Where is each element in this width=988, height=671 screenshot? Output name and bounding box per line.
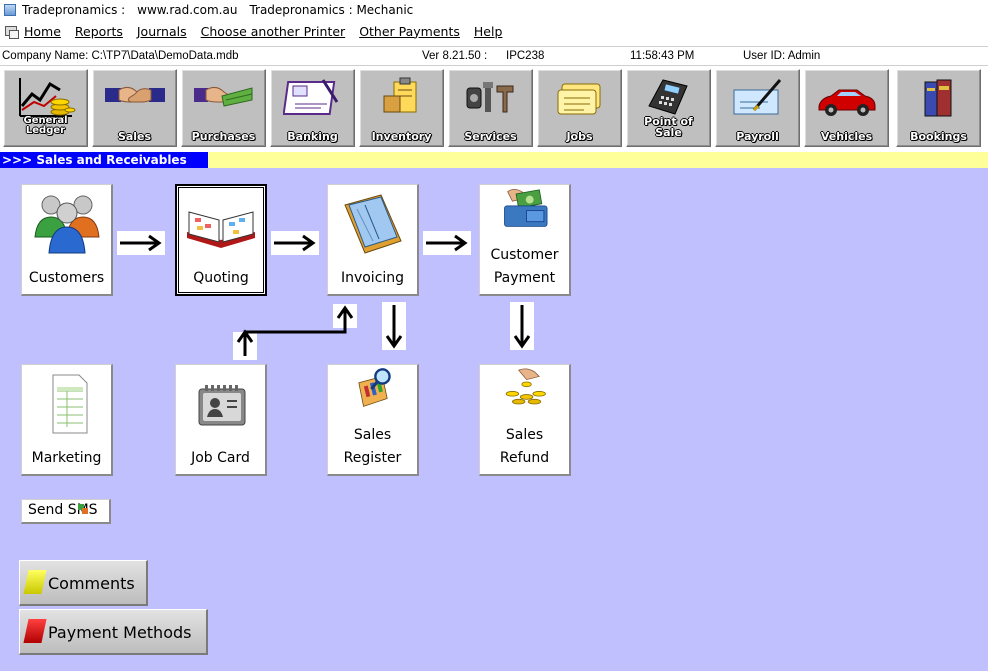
- id-badge-icon: [198, 385, 245, 426]
- menu-help[interactable]: Help: [473, 23, 503, 39]
- handshake-icon: [104, 86, 165, 103]
- app-icon: [4, 4, 16, 16]
- toolbar-purchases-button[interactable]: Purchases: [181, 69, 266, 147]
- title-url: www.rad.com.au: [137, 3, 238, 17]
- quoting-card[interactable]: Quoting: [175, 184, 267, 296]
- toolbar-label: Banking: [287, 130, 338, 143]
- comments-button[interactable]: Comments: [19, 560, 148, 606]
- quoting-to-invoicing-arrow: [271, 231, 319, 255]
- menu-choose-printer[interactable]: Choose another Printer: [200, 23, 346, 39]
- wallet-money-icon: [503, 188, 547, 227]
- send-sms-button[interactable]: Send SMS: [21, 499, 111, 524]
- jobcard-to-invoicing-connector: [233, 304, 357, 360]
- invoicing-card[interactable]: Invoicing: [327, 184, 419, 296]
- toolbar-label: Sales: [117, 130, 152, 143]
- tools-icon: [466, 82, 513, 113]
- pen-cheque-icon: [733, 79, 781, 115]
- cheque-book-icon: [282, 79, 338, 115]
- toolbar-vehicles-button[interactable]: Vehicles: [804, 69, 889, 147]
- menu-journals[interactable]: Journals: [136, 23, 187, 39]
- comments-tag-icon: [23, 570, 47, 594]
- status-bar: Company Name: C:\TP7\Data\DemoData.mdb V…: [0, 46, 988, 66]
- customers-icon: [33, 195, 100, 254]
- payment-tag-icon: [23, 619, 47, 643]
- title-app: Tradepronamics :: [22, 3, 126, 17]
- payment-methods-button[interactable]: Payment Methods: [19, 609, 208, 655]
- customers-card[interactable]: Customers: [21, 184, 113, 296]
- payment-methods-label: Payment Methods: [48, 623, 192, 642]
- payment-to-refund-arrow: [510, 302, 534, 350]
- eftpos-icon: [647, 79, 688, 115]
- money-handshake-icon: [193, 86, 252, 107]
- car-icon: [818, 89, 875, 116]
- card-label: Marketing: [31, 450, 102, 466]
- section-title: >>> Sales and Receivables: [0, 152, 208, 168]
- window-menu-icon[interactable]: [4, 24, 19, 39]
- section-header: >>> Sales and Receivables: [0, 152, 988, 168]
- comments-label: Comments: [48, 574, 135, 593]
- spreadsheet-icon: [52, 374, 87, 434]
- workspace-panel: Customers Quoting Invoicing: [0, 168, 988, 671]
- toolbar-label: Purchases: [191, 130, 256, 143]
- marketing-card[interactable]: Marketing: [21, 364, 113, 476]
- open-book-icon: [187, 211, 255, 248]
- toolbar-label: Inventory: [371, 130, 432, 143]
- toolbar-jobs-button[interactable]: Jobs: [537, 69, 622, 147]
- notebook-icon: [343, 194, 402, 254]
- toolbar-label: Bookings: [910, 130, 967, 143]
- toolbar-payroll-button[interactable]: Payroll: [715, 69, 800, 147]
- toolbar-banking-button[interactable]: Banking: [270, 69, 355, 147]
- sms-indicator-icon: [78, 504, 84, 510]
- menu-reports[interactable]: Reports: [74, 23, 123, 39]
- user-id-text: User ID: Admin: [743, 50, 821, 62]
- toolbar-bookings-button[interactable]: Bookings: [896, 69, 981, 147]
- sms-indicator-icon: [82, 508, 88, 514]
- job-cards-icon: [557, 83, 600, 115]
- toolbar-label: Vehicles: [820, 130, 873, 143]
- card-label: Quoting: [193, 270, 249, 286]
- card-label: Job Card: [191, 450, 250, 466]
- title-bar: Tradepronamics : www.rad.com.au Tradepro…: [0, 0, 988, 20]
- toolbar-label: Jobs: [566, 130, 593, 143]
- toolbar-inventory-button[interactable]: Inventory: [359, 69, 444, 147]
- job-card-card[interactable]: Job Card: [175, 364, 267, 476]
- clipboard-icon: [383, 77, 416, 113]
- toolbar-sales-button[interactable]: Sales: [92, 69, 177, 147]
- general-ledger-icon: [18, 78, 75, 117]
- menu-home[interactable]: Home: [24, 23, 61, 39]
- customers-to-quoting-arrow: [117, 231, 165, 255]
- menu-bar: Home Reports Journals Choose another Pri…: [0, 20, 988, 42]
- card-label: Invoicing: [340, 270, 405, 286]
- title-edition: Tradepronamics : Mechanic: [249, 3, 414, 17]
- toolbar-label: Services: [464, 130, 517, 143]
- toolbar-services-button[interactable]: Services: [448, 69, 533, 147]
- menu-other-payments[interactable]: Other Payments: [359, 23, 460, 39]
- invoicing-to-register-arrow: [382, 302, 406, 350]
- clock-text: 11:58:43 PM: [630, 50, 695, 62]
- coins-hand-icon: [505, 368, 546, 405]
- register-magnifier-icon: [357, 368, 391, 407]
- card-label: Customers: [28, 270, 105, 286]
- toolbar-label: Payroll: [736, 130, 779, 143]
- version-text: Ver 8.21.50 :: [422, 50, 488, 62]
- books-icon: [924, 79, 951, 117]
- company-name: Company Name: C:\TP7\Data\DemoData.mdb: [2, 50, 239, 62]
- invoicing-to-payment-arrow: [423, 231, 471, 255]
- ipc-text: IPC238: [506, 50, 545, 62]
